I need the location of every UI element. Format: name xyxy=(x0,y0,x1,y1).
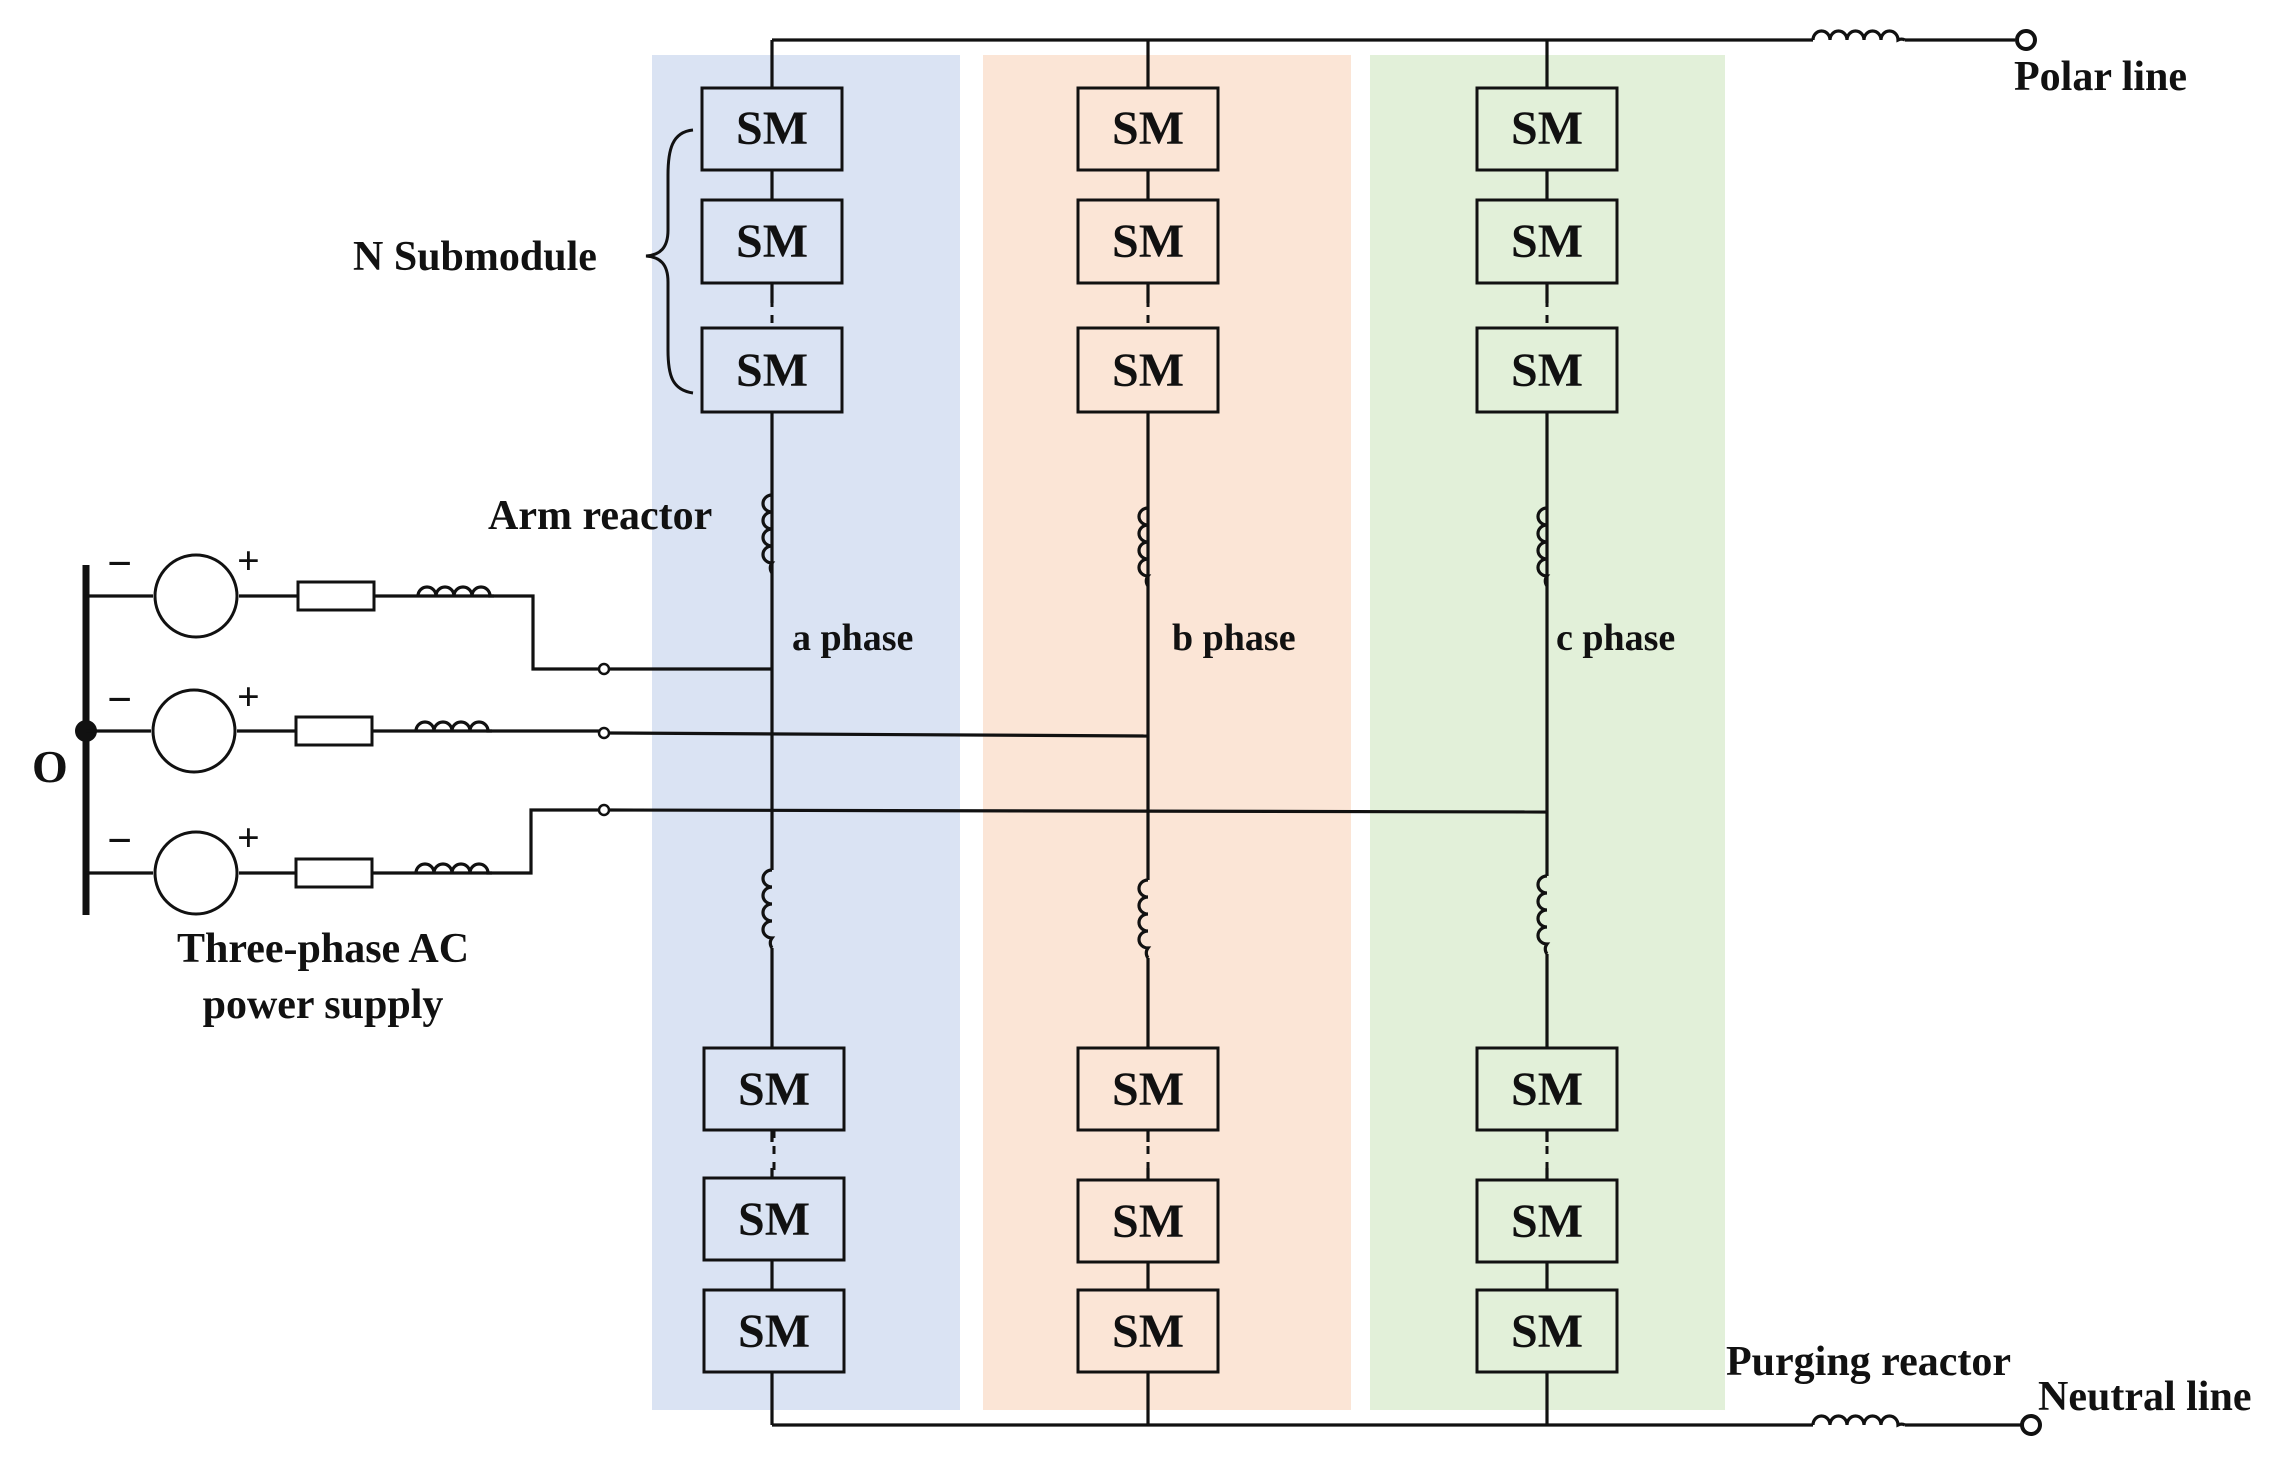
submodule-block: SM xyxy=(1076,1178,1220,1264)
svg-text:SM: SM xyxy=(736,102,808,155)
svg-text:SM: SM xyxy=(1511,1195,1583,1248)
submodule-block: SM xyxy=(700,326,844,414)
supply-label-line1: Three-phase AC xyxy=(177,926,469,972)
svg-text:SM: SM xyxy=(1112,102,1184,155)
inductor-icon xyxy=(414,720,492,733)
phase-c-arm: SM SM SM SM SM SM c phase xyxy=(1475,40,1675,1425)
plus-sign: + xyxy=(237,674,260,719)
svg-text:SM: SM xyxy=(738,1193,810,1246)
submodule-block: SM xyxy=(1475,198,1619,285)
n-submodule-label: N Submodule xyxy=(353,234,597,280)
svg-text:SM: SM xyxy=(1112,344,1184,397)
upper-arm-reactor-icon xyxy=(761,493,776,574)
neutral-point-label: O xyxy=(32,741,68,792)
lower-arm-reactor-icon xyxy=(1536,874,1551,955)
arm-reactor-label: Arm reactor xyxy=(488,493,712,539)
supply-label-line2: power supply xyxy=(203,982,444,1028)
connection-terminal xyxy=(597,662,611,676)
submodule-block: SM xyxy=(702,1176,846,1262)
resistor-icon xyxy=(296,580,376,612)
plus-sign: + xyxy=(237,815,260,860)
connection-terminal xyxy=(597,726,611,740)
svg-text:SM: SM xyxy=(738,1305,810,1358)
svg-text:SM: SM xyxy=(736,215,808,268)
diagram-labels: Polar line Neutral line Purging reactor … xyxy=(32,54,2251,1420)
submodule-block: SM xyxy=(1475,326,1619,414)
lower-arm-reactor-icon xyxy=(761,868,776,949)
submodule-block: SM xyxy=(702,1288,846,1374)
upper-arm-reactor-icon xyxy=(1536,506,1551,587)
svg-text:SM: SM xyxy=(738,1063,810,1116)
svg-text:SM: SM xyxy=(1511,102,1583,155)
svg-text:SM: SM xyxy=(736,344,808,397)
resistor-icon xyxy=(294,857,374,889)
resistor-icon xyxy=(294,715,374,747)
dc-buses xyxy=(772,29,2042,1436)
submodule-block: SM xyxy=(702,1046,846,1132)
svg-text:SM: SM xyxy=(1112,1195,1184,1248)
submodule-block: SM xyxy=(1076,86,1220,172)
purging-reactor-label: Purging reactor xyxy=(1726,1339,2011,1385)
ac-source-c xyxy=(86,803,1548,916)
lower-arm-reactor-icon xyxy=(1137,878,1152,959)
submodule-block: SM xyxy=(1076,198,1220,285)
phase-b-arm: SM SM SM SM SM SM b phase xyxy=(1076,40,1296,1425)
three-phase-ac-source: − + − + − + xyxy=(75,538,1548,916)
submodule-block: SM xyxy=(700,86,844,172)
svg-text:SM: SM xyxy=(1112,1305,1184,1358)
voltage-source-icon xyxy=(153,553,239,639)
voltage-source-icon xyxy=(151,688,237,774)
submodule-block: SM xyxy=(1076,1288,1220,1374)
neutral-line-terminal xyxy=(2020,1414,2042,1436)
svg-text:SM: SM xyxy=(1112,215,1184,268)
submodule-block: SM xyxy=(1475,1178,1619,1264)
phase-b-label: b phase xyxy=(1172,617,1296,659)
submodule-block: SM xyxy=(1076,1046,1220,1132)
inductor-icon xyxy=(414,862,492,875)
submodule-block: SM xyxy=(1475,1288,1619,1374)
phase-c-label: c phase xyxy=(1556,617,1675,659)
submodule-block: SM xyxy=(1076,326,1220,414)
minus-sign: − xyxy=(107,816,132,865)
connection-terminal xyxy=(597,803,611,817)
plus-sign: + xyxy=(237,538,260,583)
minus-sign: − xyxy=(107,675,132,724)
phase-a-arm: SM SM SM SM SM SM a phase xyxy=(700,40,913,1425)
polar-line-terminal xyxy=(2015,29,2037,51)
polar-line-inductor-icon xyxy=(1811,29,1906,43)
svg-text:SM: SM xyxy=(1511,215,1583,268)
submodule-block: SM xyxy=(1475,1046,1619,1132)
inductor-icon xyxy=(416,585,494,598)
ac-source-b xyxy=(86,688,1149,774)
svg-text:SM: SM xyxy=(1511,1305,1583,1358)
submodule-block: SM xyxy=(1475,86,1619,172)
ac-source-a xyxy=(86,553,772,676)
svg-text:SM: SM xyxy=(1112,1063,1184,1116)
purging-reactor-inductor-icon xyxy=(1811,1414,1906,1428)
polar-line-label: Polar line xyxy=(2014,54,2187,100)
svg-text:SM: SM xyxy=(1511,1063,1583,1116)
upper-arm-reactor-icon xyxy=(1137,506,1152,587)
submodule-continuation-dashes xyxy=(770,283,1549,1180)
n-submodule-brace xyxy=(645,128,694,395)
svg-text:SM: SM xyxy=(1511,344,1583,397)
submodule-block: SM xyxy=(700,198,844,285)
minus-sign: − xyxy=(107,539,132,588)
phase-a-label: a phase xyxy=(792,617,913,659)
voltage-source-icon xyxy=(153,830,239,916)
neutral-line-label: Neutral line xyxy=(2038,1374,2251,1420)
